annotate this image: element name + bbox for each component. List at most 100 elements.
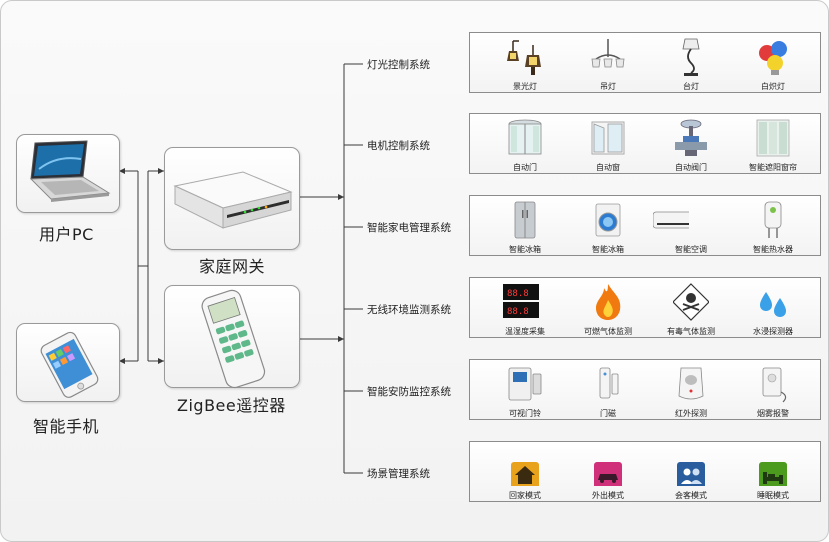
water-drops-icon (760, 292, 786, 317)
smartphone-icon (40, 331, 99, 398)
panel-item: 智能空调 (653, 196, 726, 257)
item-label: 智能冰箱 (592, 245, 624, 254)
item-label: 自动门 (513, 163, 537, 172)
panel-item: 会客模式 (656, 442, 726, 503)
scene-panel: 回家模式 外出模式 会客模式 (469, 441, 821, 502)
panel-item: 睡眠模式 (738, 442, 808, 503)
zigbee-remote-card (164, 285, 300, 389)
item-label: 水浸探测器 (753, 327, 793, 336)
panel-item: 外出模式 (573, 442, 643, 503)
panel-item: 白炽灯 (738, 33, 808, 94)
router-icon (173, 171, 293, 229)
zigbee-remote-label: ZigBee遥控器 (177, 396, 286, 415)
infrared-sensor-icon (678, 367, 704, 400)
smartphone-card (16, 323, 120, 402)
guests-icon (677, 462, 705, 486)
item-label: 智能遮阳窗帘 (749, 163, 797, 172)
item-label: 可视门铃 (509, 409, 541, 418)
user-pc-label: 用户PC (39, 225, 94, 244)
item-label: 会客模式 (675, 491, 707, 500)
window-icon (591, 121, 625, 155)
table-lamp-icon (682, 38, 700, 76)
appliance-panel: 智能冰箱 智能冰箱 智能空调 智能热水器 (469, 195, 821, 256)
home-gateway-card (164, 147, 300, 250)
panel-item: 智能冰箱 (490, 196, 560, 257)
item-label: 白炽灯 (761, 82, 785, 91)
toxic-hazard-icon (673, 283, 709, 321)
panel-item: 台灯 (656, 33, 726, 94)
remote-control-icon (201, 289, 266, 389)
item-label: 智能空调 (675, 245, 707, 254)
svg-text:88.8: 88.8 (507, 289, 529, 299)
car-icon (594, 462, 622, 486)
item-label: 睡眠模式 (757, 491, 789, 500)
item-label: 智能冰箱 (509, 245, 541, 254)
panel-item: 可视门铃 (490, 360, 560, 421)
light-bulb-icon (759, 41, 787, 75)
revolving-door-icon (508, 119, 542, 155)
item-label: 智能热水器 (753, 245, 793, 254)
valve-icon (675, 119, 707, 156)
panel-item: 水浸探测器 (738, 278, 808, 339)
door-magnet-icon (599, 367, 619, 399)
user-pc-card (16, 134, 120, 213)
panel-item: 自动阀门 (656, 114, 726, 175)
item-label: 吊灯 (600, 82, 616, 91)
panel-item: 有毒气体监测 (656, 278, 726, 339)
panel-item: 自动门 (490, 114, 560, 175)
panel-item: 自动窗 (573, 114, 643, 175)
smoke-alarm-icon (762, 367, 787, 403)
laptop-icon (29, 140, 111, 202)
system-label-environment: 无线环境监测系统 (367, 304, 451, 316)
item-label: 外出模式 (592, 491, 624, 500)
panel-item: 回家模式 (490, 442, 560, 503)
item-label: 台灯 (683, 82, 699, 91)
system-label-scene: 场景管理系统 (367, 468, 430, 480)
washing-machine-icon (595, 203, 621, 237)
system-label-lighting: 灯光控制系统 (367, 59, 430, 71)
air-conditioner-icon (653, 211, 689, 229)
item-label: 景光灯 (513, 82, 537, 91)
panel-item: 智能遮阳窗帘 (738, 114, 808, 175)
item-label: 回家模式 (509, 491, 541, 500)
item-label: 门磁 (600, 409, 616, 418)
item-label: 自动阀门 (675, 163, 707, 172)
garden-lamp-icon (507, 40, 541, 75)
panel-item: 可燃气体监测 (573, 278, 643, 339)
refrigerator-icon (514, 201, 536, 239)
water-heater-icon (764, 201, 782, 238)
video-doorbell-icon (508, 367, 542, 401)
bed-icon (759, 462, 787, 486)
panel-item: 红外探测 (656, 360, 726, 421)
home-gateway-label: 家庭网关 (199, 257, 266, 276)
panel-item: 烟雾报警 (738, 360, 808, 421)
lighting-panel: 景光灯 吊灯 台灯 (469, 32, 821, 93)
panel-item: 吊灯 (573, 33, 643, 94)
item-label: 自动窗 (596, 163, 620, 172)
panel-item: 智能热水器 (738, 196, 808, 257)
system-label-appliance: 智能家电管理系统 (367, 222, 451, 234)
environment-panel: 88.8 88.8 温湿度采集 可燃气体监测 有毒气体监测 (469, 277, 821, 338)
item-label: 烟雾报警 (757, 409, 789, 418)
item-label: 可燃气体监测 (584, 327, 632, 336)
panel-item: 门磁 (573, 360, 643, 421)
svg-text:88.8: 88.8 (507, 307, 529, 317)
motor-panel: 自动门 自动窗 自动阀门 (469, 113, 821, 174)
item-label: 红外探测 (675, 409, 707, 418)
panel-item: 智能冰箱 (573, 196, 643, 257)
system-label-motor: 电机控制系统 (367, 140, 430, 152)
ceiling-lamp-icon (591, 39, 625, 68)
panel-item: 88.8 88.8 温湿度采集 (490, 278, 560, 339)
sunshade-curtain-icon (756, 119, 790, 157)
item-label: 有毒气体监测 (667, 327, 715, 336)
panel-item: 景光灯 (490, 33, 560, 94)
flame-icon (596, 284, 621, 320)
smartphone-label: 智能手机 (33, 417, 100, 436)
system-label-security: 智能安防监控系统 (367, 386, 451, 398)
home-icon (511, 462, 539, 486)
thermo-hygrometer-icon: 88.8 88.8 (503, 284, 539, 318)
item-label: 温湿度采集 (505, 327, 545, 336)
security-panel: 可视门铃 门磁 红外探测 烟雾报警 (469, 359, 821, 420)
